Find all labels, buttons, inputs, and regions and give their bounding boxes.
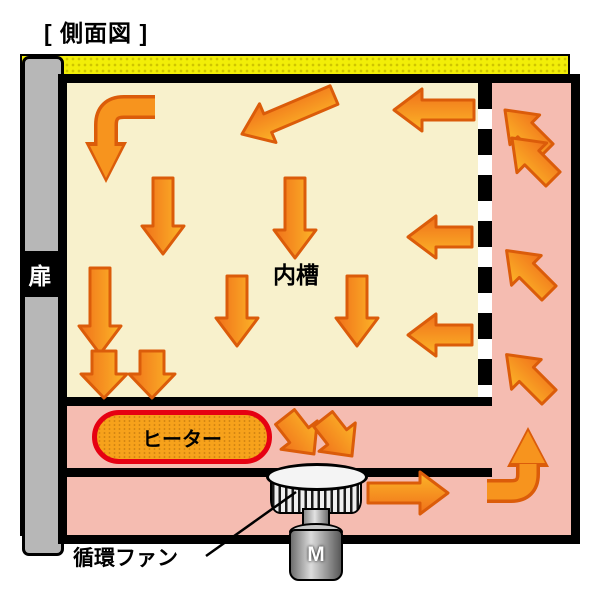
motor-label: M (307, 543, 325, 566)
door-label-patch: 扉 (22, 251, 58, 297)
inner-chamber-label: 内槽 (273, 262, 319, 288)
heater-label: ヒーター (142, 428, 222, 451)
circulation-fan-top (266, 463, 368, 491)
heater: ヒーター (92, 410, 272, 464)
door: 扉 (22, 56, 64, 556)
circulation-fan-label: 循環ファン (73, 547, 178, 570)
motor: M (289, 529, 343, 581)
inner-chamber (67, 83, 492, 406)
perforated-partition (478, 83, 492, 397)
diagram-title: [ 側面図 ] (44, 20, 149, 46)
door-label: 扉 (28, 263, 52, 289)
